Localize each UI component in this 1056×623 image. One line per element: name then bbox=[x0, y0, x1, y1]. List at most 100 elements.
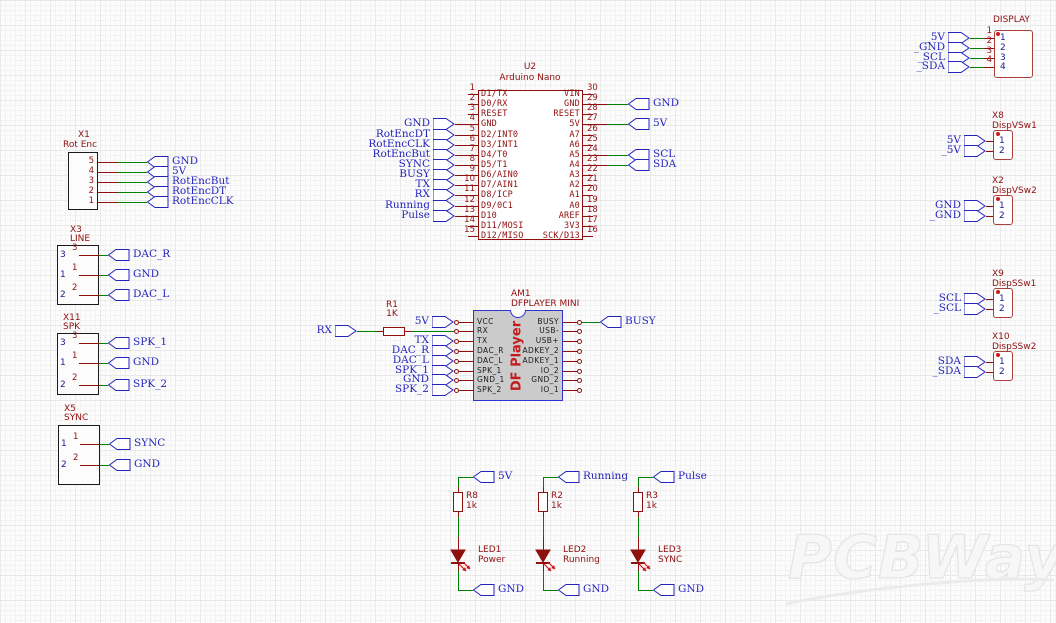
net-flag[interactable] bbox=[628, 159, 650, 171]
pin-number: 1 bbox=[88, 196, 94, 206]
net-flag[interactable] bbox=[433, 129, 455, 141]
pin-number: 4 bbox=[986, 55, 992, 65]
net-flag[interactable] bbox=[433, 200, 455, 212]
connector-display-body[interactable] bbox=[994, 30, 1033, 78]
net-flag[interactable] bbox=[432, 355, 454, 367]
wire bbox=[99, 295, 108, 296]
pin-number: 18 bbox=[587, 205, 598, 215]
net-flag[interactable] bbox=[964, 200, 986, 212]
net-flag[interactable] bbox=[433, 210, 455, 222]
net-flag[interactable] bbox=[147, 156, 169, 168]
net-flag[interactable] bbox=[433, 149, 455, 161]
resistor-r8-body[interactable] bbox=[453, 492, 463, 512]
net-flag[interactable] bbox=[964, 293, 986, 305]
wire bbox=[563, 390, 577, 391]
wire bbox=[99, 275, 108, 276]
net-flag[interactable] bbox=[653, 471, 675, 483]
pin-name: A5 bbox=[569, 150, 580, 160]
net-flag[interactable] bbox=[964, 210, 986, 222]
component-ref: R2 bbox=[551, 491, 563, 501]
net-flag[interactable] bbox=[108, 337, 130, 349]
net-flag[interactable] bbox=[147, 196, 169, 208]
net-flag[interactable] bbox=[964, 135, 986, 147]
net-flag[interactable] bbox=[433, 139, 455, 151]
net-flag[interactable] bbox=[433, 159, 455, 171]
net-flag[interactable] bbox=[108, 289, 130, 301]
connector-x8-body[interactable] bbox=[993, 130, 1013, 160]
net-flag[interactable] bbox=[653, 584, 675, 596]
net-flag[interactable] bbox=[558, 471, 580, 483]
net-flag[interactable] bbox=[948, 52, 970, 64]
pin-name: D10 bbox=[481, 211, 497, 221]
wire bbox=[80, 444, 100, 445]
arduino-symbol-body[interactable] bbox=[478, 90, 583, 240]
net-flag[interactable] bbox=[432, 345, 454, 357]
net-flag[interactable] bbox=[964, 303, 986, 315]
net-flag[interactable] bbox=[147, 176, 169, 188]
net-label: BUSY bbox=[399, 168, 430, 180]
net-flag[interactable] bbox=[964, 356, 986, 368]
net-flag[interactable] bbox=[433, 179, 455, 191]
pin-name: D2/INT0 bbox=[481, 130, 519, 140]
pin-name: D3/INT1 bbox=[481, 140, 519, 150]
wire bbox=[583, 216, 593, 217]
net-flag[interactable] bbox=[473, 584, 495, 596]
net-flag[interactable] bbox=[108, 249, 130, 261]
led-symbol-led1[interactable] bbox=[442, 546, 476, 576]
wire bbox=[459, 322, 473, 323]
net-label: SDA bbox=[937, 355, 961, 367]
net-flag[interactable] bbox=[147, 186, 169, 198]
resistor-r1-body[interactable] bbox=[383, 327, 405, 336]
net-flag[interactable] bbox=[964, 145, 986, 157]
resistor-r3-body[interactable] bbox=[633, 492, 643, 512]
net-flag[interactable] bbox=[948, 61, 970, 73]
wire bbox=[543, 477, 558, 478]
wire bbox=[468, 114, 478, 115]
pin-circle bbox=[454, 369, 459, 374]
net-flag[interactable] bbox=[964, 366, 986, 378]
component-value: SPK bbox=[63, 322, 81, 332]
component-ref: R1 bbox=[386, 300, 398, 310]
resistor-r2-body[interactable] bbox=[538, 492, 548, 512]
wire bbox=[411, 331, 454, 332]
connector-x5-body[interactable] bbox=[58, 425, 100, 485]
net-flag[interactable] bbox=[948, 32, 970, 44]
net-flag[interactable] bbox=[433, 169, 455, 181]
net-flag[interactable] bbox=[628, 149, 650, 161]
net-flag[interactable] bbox=[335, 325, 357, 337]
wire bbox=[79, 255, 99, 256]
net-flag[interactable] bbox=[600, 316, 622, 328]
net-flag[interactable] bbox=[433, 118, 455, 130]
net-flag[interactable] bbox=[948, 42, 970, 54]
net-flag[interactable] bbox=[558, 584, 580, 596]
wire bbox=[458, 537, 459, 551]
wire bbox=[583, 165, 607, 166]
net-flag[interactable] bbox=[473, 471, 495, 483]
net-flag[interactable] bbox=[432, 384, 454, 396]
led-symbol-led2[interactable] bbox=[527, 546, 561, 576]
net-flag[interactable] bbox=[432, 374, 454, 386]
net-flag[interactable] bbox=[628, 98, 650, 110]
pin-number: 1 bbox=[72, 263, 78, 273]
connector-x9-body[interactable] bbox=[993, 288, 1013, 318]
dfplayer-symbol-body[interactable] bbox=[473, 310, 563, 401]
net-flag[interactable] bbox=[108, 379, 130, 391]
connector-x10-body[interactable] bbox=[993, 351, 1013, 381]
connector-x2-body[interactable] bbox=[993, 195, 1013, 225]
wire bbox=[543, 477, 544, 487]
led-symbol-led3[interactable] bbox=[622, 546, 656, 576]
connector-x1-body[interactable] bbox=[68, 152, 98, 210]
net-flag[interactable] bbox=[109, 459, 131, 471]
wire bbox=[543, 571, 544, 590]
net-flag[interactable] bbox=[432, 335, 454, 347]
net-flag[interactable] bbox=[432, 316, 454, 328]
net-flag[interactable] bbox=[628, 118, 650, 130]
net-flag[interactable] bbox=[109, 438, 131, 450]
pin-name: 1 bbox=[60, 269, 66, 280]
net-flag[interactable] bbox=[108, 357, 130, 369]
net-flag[interactable] bbox=[432, 365, 454, 377]
wire bbox=[99, 385, 108, 386]
net-flag[interactable] bbox=[147, 166, 169, 178]
net-flag[interactable] bbox=[433, 189, 455, 201]
net-flag[interactable] bbox=[108, 269, 130, 281]
